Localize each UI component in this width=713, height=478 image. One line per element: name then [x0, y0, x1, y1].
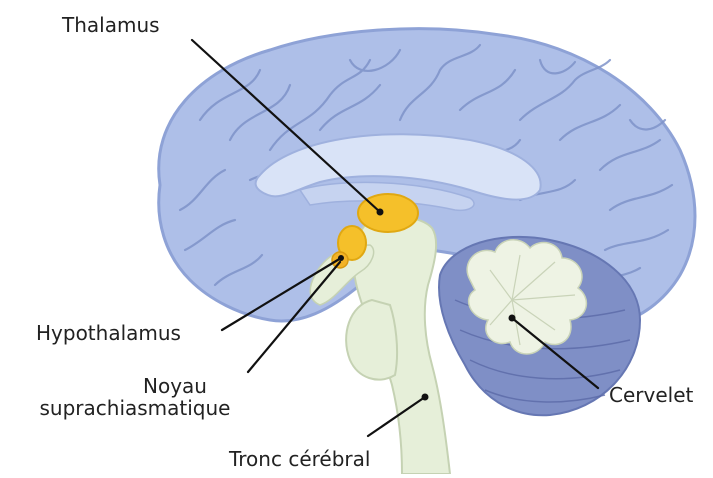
label-noyau: Noyau suprachiasmatique: [0, 375, 270, 419]
label-cervelet: Cervelet: [609, 384, 693, 406]
label-noyau-line1: Noyau: [40, 375, 310, 397]
label-thalamus: Thalamus: [62, 14, 160, 36]
label-noyau-line2: suprachiasmatique: [0, 397, 270, 419]
label-hypothalamus: Hypothalamus: [36, 322, 181, 344]
label-tronc: Tronc cérébral: [229, 448, 370, 470]
pons: [346, 300, 397, 380]
